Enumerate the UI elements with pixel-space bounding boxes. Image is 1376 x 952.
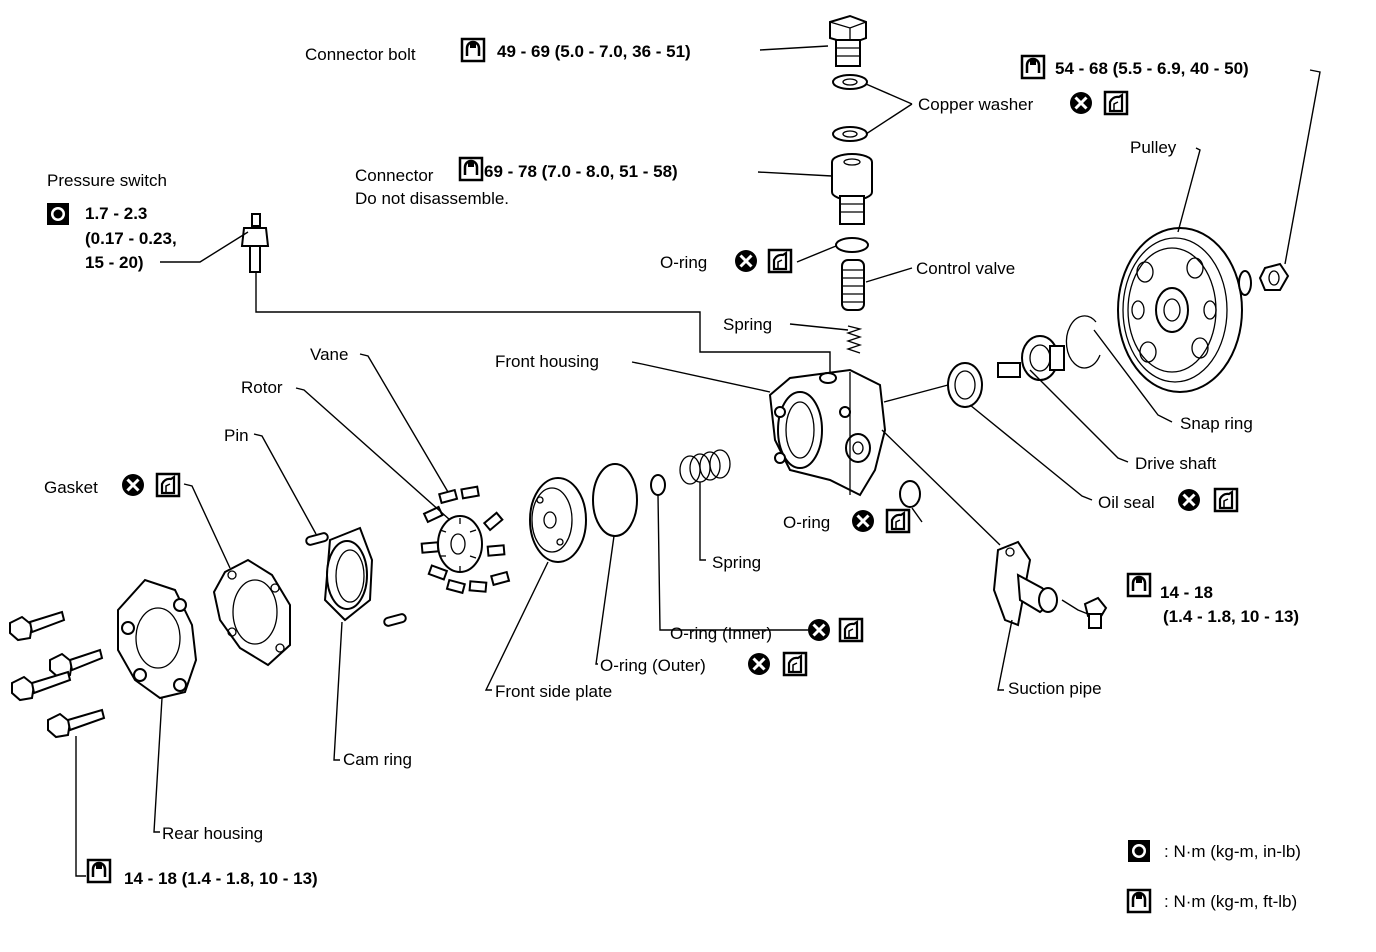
leader-lines bbox=[75, 45, 1321, 877]
o-ring-mid-part bbox=[899, 480, 921, 508]
rear-housing-bolt-4 bbox=[47, 708, 106, 739]
label-connector: Connector bbox=[355, 166, 434, 185]
connector-bolt-part bbox=[829, 14, 867, 67]
o-ring-top-part bbox=[835, 237, 869, 253]
front-housing-part bbox=[768, 368, 887, 497]
label-cam-ring: Cam ring bbox=[343, 750, 412, 769]
torque-wrench-solid-icon bbox=[1128, 840, 1150, 862]
label-connector-torque: 69 - 78 (7.0 - 8.0, 51 - 58) bbox=[484, 162, 678, 181]
label-vane: Vane bbox=[310, 345, 348, 364]
control-valve-part bbox=[841, 259, 865, 311]
rear-housing-bolt-3 bbox=[11, 670, 72, 702]
label-connector-bolt-torque: 49 - 69 (5.0 - 7.0, 36 - 51) bbox=[497, 42, 691, 61]
front-side-plate-part bbox=[529, 477, 587, 563]
label-rotor: Rotor bbox=[241, 378, 283, 397]
rear-housing-bolt-1 bbox=[9, 610, 66, 642]
o-ring-outer-part bbox=[592, 463, 638, 537]
legend-item-2: : N·m (kg-m, ft-lb) bbox=[1164, 892, 1297, 911]
connector-part bbox=[831, 153, 873, 225]
drive-shaft-part bbox=[997, 335, 1065, 381]
spring-mid-part bbox=[679, 449, 731, 485]
label-control-valve: Control valve bbox=[916, 259, 1015, 278]
label-spring-top: Spring bbox=[723, 315, 772, 334]
label-copper-washer: Copper washer bbox=[918, 95, 1034, 114]
pulley-nut-part bbox=[1258, 262, 1290, 291]
legend-item-1: : N·m (kg-m, in-lb) bbox=[1164, 842, 1301, 861]
label-connector-note: Do not disassemble. bbox=[355, 189, 509, 208]
spring-top-part bbox=[845, 325, 863, 354]
label-pulley: Pulley bbox=[1130, 138, 1177, 157]
label-gasket: Gasket bbox=[44, 478, 98, 497]
snap-ring-part bbox=[1065, 315, 1101, 369]
label-suction-pipe: Suction pipe bbox=[1008, 679, 1102, 698]
copper-washer-lower bbox=[832, 126, 868, 142]
suction-pipe-part bbox=[992, 540, 1058, 627]
label-rear-torque: 14 - 18 (1.4 - 1.8, 10 - 13) bbox=[124, 869, 318, 888]
label-connector-bolt: Connector bolt bbox=[305, 45, 416, 64]
label-pressure-switch: Pressure switch bbox=[47, 171, 167, 190]
pin-part-lower bbox=[383, 613, 407, 627]
rear-housing-part bbox=[117, 578, 198, 700]
legend: : N·m (kg-m, in-lb) : N·m (kg-m, ft-lb) bbox=[1126, 840, 1301, 914]
label-o-ring-mid: O-ring bbox=[783, 513, 830, 532]
label-ps-torque-2: (0.17 - 0.23, bbox=[85, 229, 177, 248]
rotor-part bbox=[437, 515, 483, 573]
label-front-housing: Front housing bbox=[495, 352, 599, 371]
label-rear-housing: Rear housing bbox=[162, 824, 263, 843]
o-ring-inner-part bbox=[650, 474, 666, 496]
label-o-ring-inner: O-ring (Inner) bbox=[670, 624, 772, 643]
pressure-switch-part bbox=[240, 213, 270, 273]
label-drive-shaft: Drive shaft bbox=[1135, 454, 1217, 473]
pulley-washer-part bbox=[1238, 270, 1252, 296]
pulley-part bbox=[1117, 227, 1243, 393]
gasket-part bbox=[212, 558, 291, 667]
label-snap-ring: Snap ring bbox=[1180, 414, 1253, 433]
suction-pipe-bolt-part bbox=[1083, 596, 1108, 629]
pin-part-upper bbox=[305, 532, 329, 546]
copper-washer-upper bbox=[832, 74, 868, 90]
oil-seal-part bbox=[947, 362, 983, 408]
cam-ring-part bbox=[323, 526, 374, 622]
label-pin: Pin bbox=[224, 426, 249, 445]
label-o-ring-outer: O-ring (Outer) bbox=[600, 656, 706, 675]
rear-housing-bolt-2 bbox=[49, 648, 104, 679]
label-spring-mid: Spring bbox=[712, 553, 761, 572]
label-o-ring-top: O-ring bbox=[660, 253, 707, 272]
label-ps-torque-1: 1.7 - 2.3 bbox=[85, 204, 147, 223]
label-front-side-plate: Front side plate bbox=[495, 682, 612, 701]
label-suction-torque-2: (1.4 - 1.8, 10 - 13) bbox=[1163, 607, 1299, 626]
label-oil-seal: Oil seal bbox=[1098, 493, 1155, 512]
torque-wrench-outline-icon bbox=[1126, 888, 1152, 914]
label-suction-torque-1: 14 - 18 bbox=[1160, 583, 1213, 602]
label-nut-torque: 54 - 68 (5.5 - 6.9, 40 - 50) bbox=[1055, 59, 1249, 78]
label-ps-torque-3: 15 - 20) bbox=[85, 253, 144, 272]
